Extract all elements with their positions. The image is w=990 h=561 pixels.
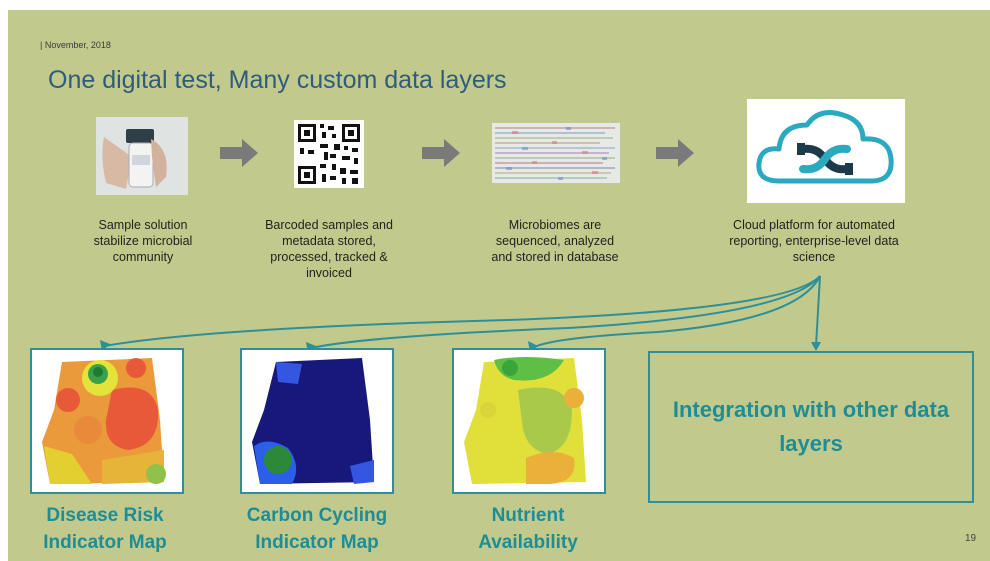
caption-line: and stored in database xyxy=(491,250,619,264)
label-line: Availability xyxy=(478,532,578,553)
sample-vial-icon xyxy=(96,117,188,195)
label-line: Nutrient xyxy=(491,505,565,526)
nutrient-map-icon xyxy=(452,348,606,494)
label-line: Indicator Map xyxy=(43,532,167,553)
label-line: Disease Risk xyxy=(46,505,164,526)
caption-line: Barcoded samples and xyxy=(265,218,393,232)
flow-arrow-1-icon xyxy=(220,138,260,168)
step-2-caption: Barcoded samples and metadata stored, pr… xyxy=(244,217,414,281)
disease-risk-map-icon xyxy=(30,348,184,494)
caption-line: invoiced xyxy=(306,266,352,280)
caption-line: stabilize microbial xyxy=(93,234,193,248)
cloud-logo-icon xyxy=(747,99,905,203)
step-3-caption: Microbiomes are sequenced, analyzed and … xyxy=(470,217,640,265)
caption-line: reporting, enterprise-level data xyxy=(729,234,899,248)
caption-line: community xyxy=(112,250,174,264)
slide: | November, 2018 One digital test, Many … xyxy=(8,10,990,561)
caption-line: science xyxy=(792,250,836,264)
slide-title: One digital test, Many custom data layer… xyxy=(48,66,507,94)
disease-risk-label: Disease Risk Indicator Map xyxy=(22,502,188,556)
integration-box: Integration with other data layers xyxy=(648,351,974,503)
flow-arrow-3-icon xyxy=(656,138,696,168)
date-text: November, 2018 xyxy=(44,40,111,50)
integration-label: Integration with other data layers xyxy=(672,397,950,456)
nutrient-label: Nutrient Availability xyxy=(448,502,608,556)
caption-line: metadata stored, xyxy=(282,234,376,248)
label-line: Indicator Map xyxy=(255,532,379,553)
caption-line: Sample solution xyxy=(98,218,188,232)
flow-arrow-2-icon xyxy=(422,138,462,168)
carbon-cycling-label: Carbon Cycling Indicator Map xyxy=(230,502,404,556)
caption-line: processed, tracked & xyxy=(270,250,388,264)
qr-code-icon xyxy=(294,120,364,188)
connector-lines xyxy=(100,275,821,353)
slide-date: | November, 2018 xyxy=(40,40,111,50)
label-line: Carbon Cycling xyxy=(246,505,388,526)
carbon-cycling-map-icon xyxy=(240,348,394,494)
sequence-data-icon xyxy=(492,123,620,183)
step-4-caption: Cloud platform for automated reporting, … xyxy=(704,217,924,265)
caption-line: Cloud platform for automated xyxy=(733,218,895,232)
caption-line: Microbiomes are xyxy=(508,218,602,232)
step-1-caption: Sample solution stabilize microbial comm… xyxy=(58,217,228,265)
page-number: 19 xyxy=(965,533,977,544)
caption-line: sequenced, analyzed xyxy=(495,234,615,248)
